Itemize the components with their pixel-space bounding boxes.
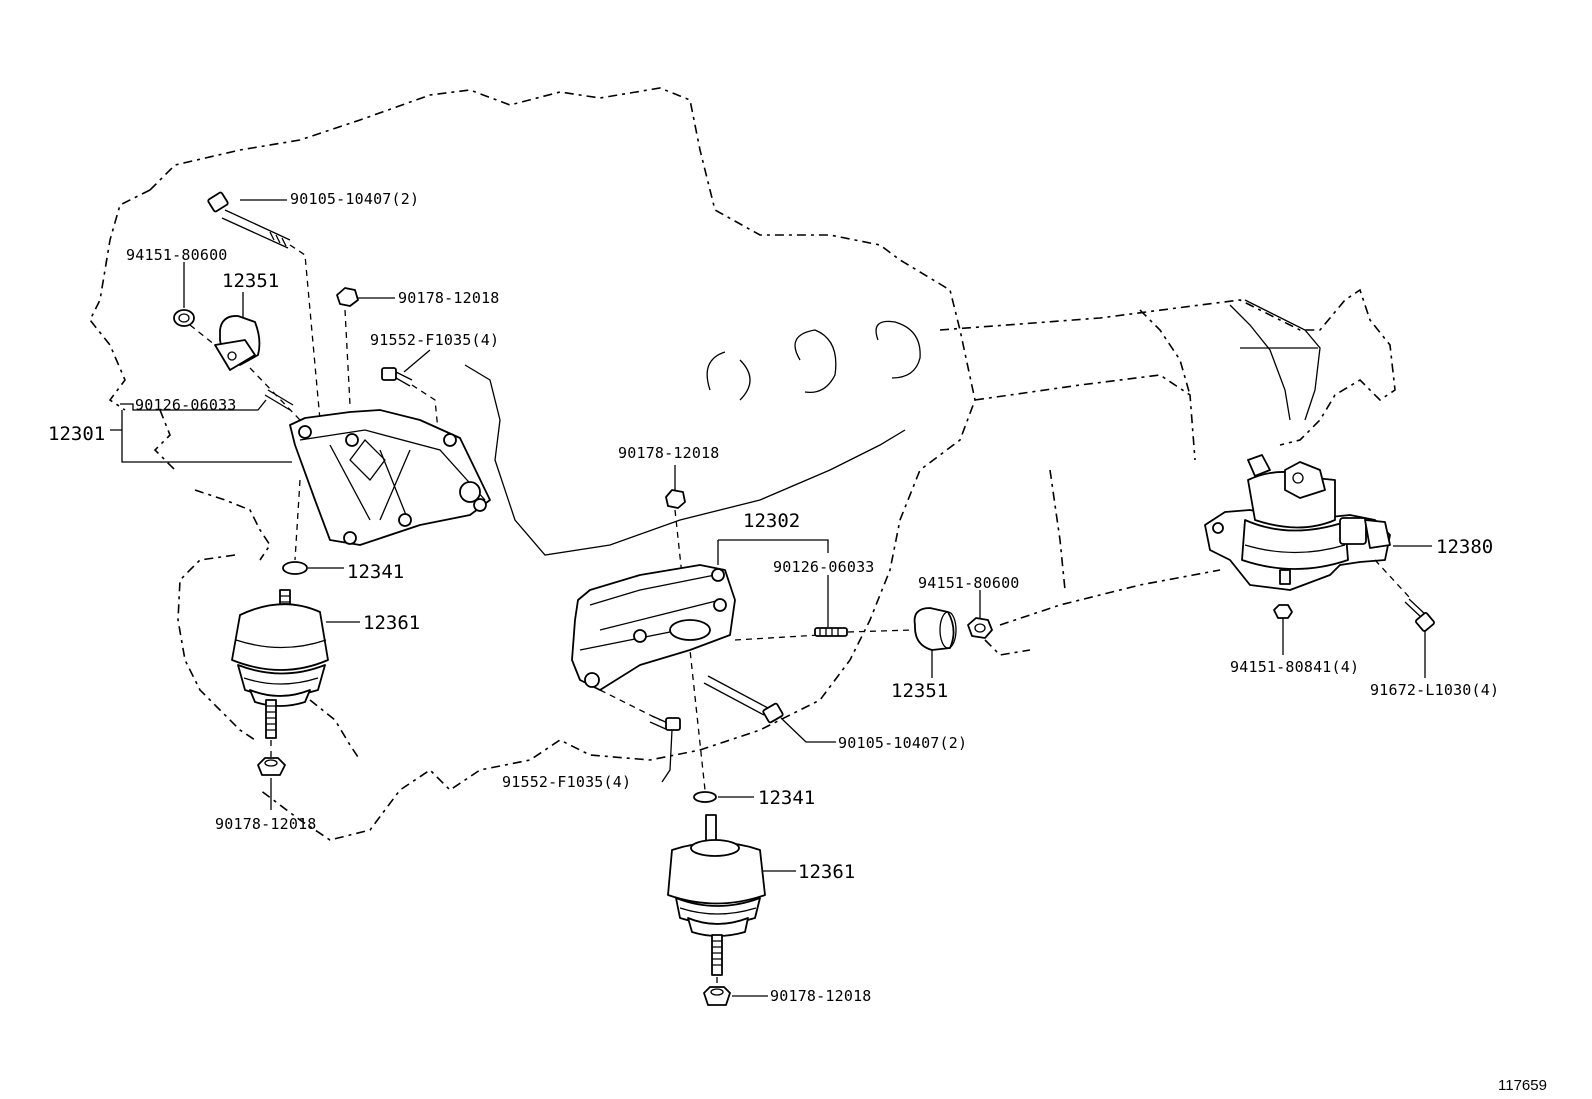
label-stud-left: 90126-06033 [135,396,237,414]
mount-left-part [231,589,329,739]
bracket-right-part [571,564,736,691]
label-mount-left: 12361 [363,612,420,634]
bolt-rear-part [1404,598,1435,632]
label-stopper-center: 12341 [758,787,815,809]
label-stopper-left: 12341 [347,561,404,583]
insulator-center-part [913,607,957,651]
nut-flange-top-left-part [336,287,359,307]
label-rear-mount: 12380 [1436,536,1493,558]
bolt-bracket-center-part [649,715,681,731]
transmission-outline [939,288,1396,656]
label-bolt-rear: 91672-L1030(4) [1370,681,1499,699]
stopper-left-part [282,561,308,575]
label-bolt-center: 90105-10407(2) [838,734,967,752]
stopper-center-part [693,791,717,803]
nut-bottom-center-part [703,986,731,1006]
label-insulator-left: 12351 [222,270,279,292]
label-nut-top-left: 94151-80600 [126,246,228,264]
nut-top-left-part [173,309,195,327]
diagram-id: 117659 [1498,1077,1547,1094]
label-mount-center: 12361 [798,861,855,883]
label-insulator-center: 12351 [891,680,948,702]
nut-center-part [967,617,993,639]
label-bracket-left: 12301 [48,423,105,445]
leader-lines [110,199,1432,997]
stud-left-part [264,389,294,411]
label-nut-flange-top-left: 90178-12018 [398,289,500,307]
part-labels: 90105-10407(2) 94151-80600 12351 90178-1… [48,190,1547,1094]
label-nut-bottom-left: 90178-12018 [215,815,317,833]
label-bolt-bracket-left: 91552-F1035(4) [370,331,499,349]
bolt-center-part [703,675,784,724]
stud-center-part [814,627,848,637]
bracket-left-part [289,409,491,546]
mount-center-part [667,814,766,976]
label-nut-center: 94151-80600 [918,574,1020,592]
nut-bottom-left-part [257,757,286,776]
label-bolt-bracket-center: 91552-F1035(4) [502,773,631,791]
nut-rear-part [1273,604,1293,640]
label-nut-bottom-center: 90178-12018 [770,987,872,1005]
label-stud-right: 90126-06033 [773,558,875,576]
insulator-left-part [214,315,261,371]
bolt-top-left-part [207,191,291,249]
bolt-bracket-left-part [381,367,413,387]
label-bracket-right: 12302 [743,510,800,532]
nut-flange-center-part [665,489,686,509]
label-bolt-top-left: 90105-10407(2) [290,190,419,208]
engine-block-outline [89,87,976,841]
label-nut-rear: 94151-80841(4) [1230,658,1359,676]
label-nut-flange-center: 90178-12018 [618,444,720,462]
rear-mount-part [1204,454,1391,591]
